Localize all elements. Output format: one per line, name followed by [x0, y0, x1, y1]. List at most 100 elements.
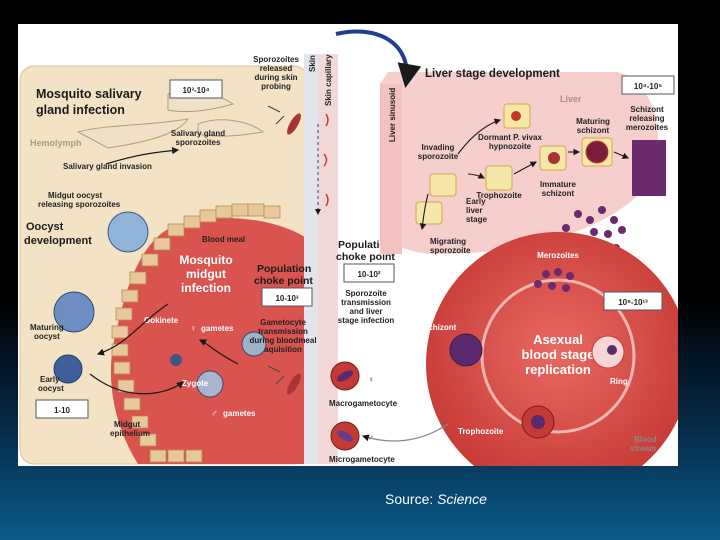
midgut-oocyst-2: releasing sporozoites	[38, 200, 121, 209]
blood-count-badge	[603, 291, 663, 311]
svg-text:released: released	[260, 64, 293, 73]
blood-meal-label: Blood meal	[202, 235, 245, 244]
schizont-releasing-icon	[632, 140, 666, 196]
maturing-oocyst-1: Maturing	[30, 323, 64, 332]
oocyst-dev-2: development	[24, 235, 92, 247]
svg-text:transmission: transmission	[258, 327, 308, 336]
svg-text:choke point: choke point	[254, 275, 313, 287]
early-oocyst-2: oocyst	[38, 384, 64, 393]
salivary-count-text: 10³-10⁴	[182, 86, 209, 95]
svg-text:hypnozoite: hypnozoite	[489, 142, 532, 151]
liver-sinusoid-label: Liver sinusoid	[388, 88, 397, 142]
oocyst-range-text: 1-10	[54, 406, 71, 415]
sporozoite-route-arrow	[335, 29, 422, 88]
blood-count-text: 10⁹-10¹³	[618, 298, 648, 307]
oocyst-range-badge	[35, 399, 89, 419]
schizont-icon	[449, 333, 483, 367]
svg-text:Schizont: Schizont	[630, 105, 664, 114]
liver-title: Liver stage development	[425, 68, 560, 80]
choke-point-left: Population choke point 10-10³ Gametocyte…	[249, 263, 316, 354]
svg-text:Immature: Immature	[540, 180, 577, 189]
svg-text:Dormant P. vivax: Dormant P. vivax	[478, 133, 542, 142]
svg-text:transmission: transmission	[341, 298, 391, 307]
hemolymph-label: Hemolymph	[30, 138, 82, 148]
svg-text:releasing: releasing	[629, 114, 664, 123]
schizont-label: Schizont	[423, 323, 457, 332]
choke-point-right: Population choke point 10-10² Sporozoite…	[336, 239, 395, 325]
caption-prefix: Source:	[385, 491, 438, 507]
blood-stage-circle: Asexual blood stage replication Merozoit…	[423, 232, 678, 466]
svg-text:Gametocyte: Gametocyte	[260, 318, 306, 327]
midgut-infection-3: infection	[181, 281, 231, 295]
malaria-lifecycle-figure: Mosquito salivary gland infection 10³-10…	[18, 24, 678, 466]
svg-text:Early: Early	[466, 197, 486, 206]
salivary-sporozoites-2: sporozoites	[176, 138, 221, 147]
midgut-epithelium-1: Midgut	[114, 420, 141, 429]
salivary-title-1: Mosquito salivary	[36, 87, 142, 101]
ring-label: Ring	[610, 377, 628, 386]
salivary-count-badge	[169, 79, 223, 99]
microgametocyte-label: Microgametocyte	[329, 455, 395, 464]
svg-text:Sporozoite: Sporozoite	[345, 289, 387, 298]
svg-text:Migrating: Migrating	[430, 237, 466, 246]
macrogametocyte-label: Macrogametocyte	[329, 399, 398, 408]
svg-text:Maturing: Maturing	[576, 117, 610, 126]
zygote-label: Zygote	[182, 379, 209, 388]
svg-text:Invading: Invading	[422, 143, 455, 152]
svg-text:schizont: schizont	[577, 126, 610, 135]
oocyst-icons	[53, 211, 267, 398]
blood-center-1: Asexual	[533, 332, 583, 347]
blood-stream-1: Blood	[634, 435, 657, 444]
blood-center-3: replication	[525, 362, 591, 377]
early-oocyst-1: Early	[40, 375, 60, 384]
svg-text:sporozoite: sporozoite	[430, 246, 471, 255]
salivary-title-2: gland infection	[36, 103, 125, 117]
merozoites-label: Merozoites	[537, 251, 579, 260]
svg-text:and liver: and liver	[350, 307, 383, 316]
micro-symbol: ♂	[368, 433, 374, 442]
blood-center-2: blood stage	[522, 347, 595, 362]
svg-text:merozoites: merozoites	[626, 123, 669, 132]
svg-text:aquisition: aquisition	[264, 345, 302, 354]
svg-text:Population: Population	[338, 239, 392, 251]
midgut-infection-1: Mosquito	[179, 253, 232, 267]
salivary-invasion-label: Salivary gland invasion	[63, 162, 152, 171]
svg-text:Trophozoite: Trophozoite	[476, 191, 522, 200]
skin-label: Skin	[308, 55, 317, 72]
svg-text:liver: liver	[466, 206, 482, 215]
source-caption: Source: Science	[385, 491, 487, 507]
liver-panel: Liver sinusoid Liver stage development L…	[380, 68, 675, 255]
liver-count-badge	[621, 75, 675, 95]
salivary-sporozoites-1: Salivary gland	[171, 129, 225, 138]
sporozoites-released: Sporozoites released during skin probing	[253, 55, 299, 91]
midgut-infection-2: midgut	[186, 267, 226, 281]
mosquito-icon	[267, 105, 301, 395]
liver-count-text: 10⁴-10⁵	[634, 82, 662, 91]
svg-text:10-10³: 10-10³	[275, 294, 298, 303]
mosquito-panel: Mosquito salivary gland infection 10³-10…	[19, 65, 309, 465]
svg-text:probing: probing	[261, 82, 291, 91]
skin-capillary-label: Skin capillary	[324, 54, 333, 106]
svg-text:Population: Population	[257, 263, 311, 275]
gametocyte-arrow	[361, 423, 449, 442]
caption-source: Science	[437, 491, 487, 507]
female-symbol: ♀	[190, 323, 197, 333]
blood-trophozoite-label: Trophozoite	[458, 427, 504, 436]
svg-text:schizont: schizont	[542, 189, 575, 198]
male-gametes-label: gametes	[223, 409, 256, 418]
midgut-epithelium-2: epithelium	[110, 429, 150, 438]
male-symbol: ♂	[211, 408, 218, 418]
oocyst-dev-1: Oocyst	[26, 221, 64, 233]
svg-text:10-10²: 10-10²	[357, 270, 380, 279]
svg-text:stage: stage	[466, 215, 487, 224]
ookinete-label: Ookinete	[144, 316, 179, 325]
svg-text:during skin: during skin	[254, 73, 297, 82]
macro-symbol: ♀	[368, 375, 374, 384]
skin-strip: Skin Skin capillary	[304, 54, 338, 464]
maturing-oocyst-2: oocyst	[34, 332, 60, 341]
svg-text:during bloodmeal: during bloodmeal	[249, 336, 316, 345]
svg-text:stage infection: stage infection	[338, 316, 395, 325]
female-gametes-label: gametes	[201, 324, 234, 333]
midgut-oocyst-1: Midgut oocyst	[48, 191, 103, 200]
svg-text:Sporozoites: Sporozoites	[253, 55, 299, 64]
